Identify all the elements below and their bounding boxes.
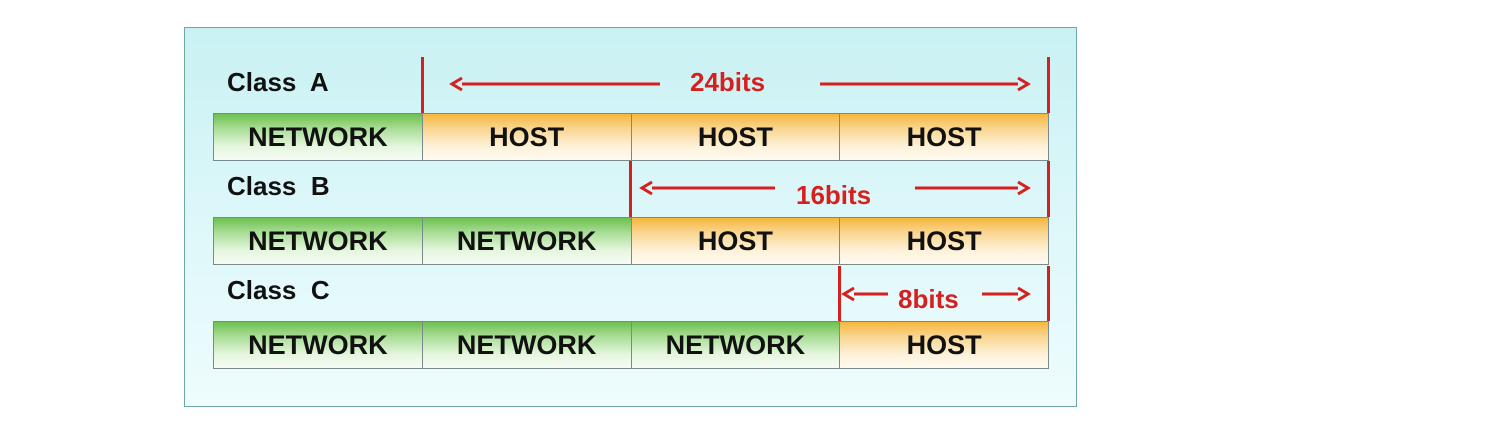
class-b-host-start-marker — [629, 161, 632, 217]
class-c-right-arrow — [982, 286, 1031, 302]
class-a-bits-label: 24bits — [690, 67, 766, 97]
class-b-left-arrow — [639, 180, 775, 196]
class-a-host-end-marker — [1047, 57, 1050, 113]
class-a-right-arrow — [820, 76, 1031, 92]
class-a-label: Class A — [227, 67, 329, 97]
class-a-cell-1: NETWORK — [214, 114, 423, 160]
class-b-address-row: NETWORK NETWORK HOST HOST — [213, 217, 1049, 265]
class-c-left-arrow — [841, 286, 888, 302]
class-c-address-row: NETWORK NETWORK NETWORK HOST — [213, 321, 1049, 369]
class-b-bits-label: 16bits — [796, 180, 872, 210]
class-c-cell-3: NETWORK — [631, 322, 841, 368]
class-c-cell-1: NETWORK — [214, 322, 423, 368]
class-b-cell-1: NETWORK — [214, 218, 423, 264]
class-a-address-row: NETWORK HOST HOST HOST — [213, 113, 1049, 161]
class-a-left-arrow — [449, 76, 660, 92]
class-c-label: Class C — [227, 275, 330, 305]
class-b-right-arrow — [915, 180, 1031, 196]
class-a-cell-3: HOST — [631, 114, 841, 160]
class-c-bits-label: 8bits — [898, 284, 959, 314]
class-a-host-start-marker — [421, 57, 424, 113]
class-a-cell-2: HOST — [422, 114, 632, 160]
class-b-cell-4: HOST — [840, 218, 1048, 264]
class-c-cell-2: NETWORK — [422, 322, 632, 368]
class-c-cell-4: HOST — [840, 322, 1048, 368]
class-b-host-end-marker — [1047, 161, 1050, 217]
class-c-host-end-marker — [1047, 266, 1050, 321]
class-c-host-start-marker — [838, 266, 841, 321]
class-a-cell-4: HOST — [840, 114, 1048, 160]
class-b-cell-2: NETWORK — [422, 218, 632, 264]
class-b-cell-3: HOST — [631, 218, 841, 264]
class-b-label: Class B — [227, 171, 330, 201]
